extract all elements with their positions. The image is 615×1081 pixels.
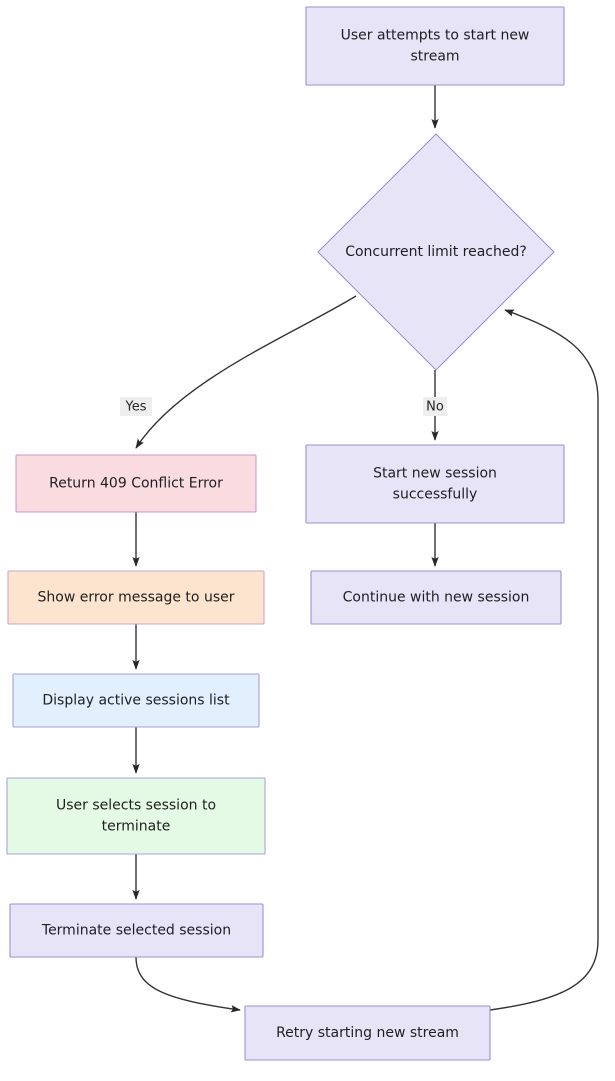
node-decision[interactable]: Concurrent limit reached?	[317, 133, 555, 371]
node-terminate[interactable]: Terminate selected session	[9, 903, 264, 958]
node-continue[interactable]: Continue with new session	[310, 570, 562, 625]
node-label-display_sessions: Display active sessions list	[42, 693, 230, 709]
node-shape-start_session	[305, 444, 565, 524]
edges-layer	[132, 85, 599, 1013]
node-shape-retry	[244, 1005, 491, 1061]
node-shape-terminate	[9, 903, 264, 958]
node-shape-show_error	[7, 570, 265, 625]
node-shape-display_sessions	[12, 673, 260, 728]
node-label-continue: Continue with new session	[343, 590, 530, 606]
edge-decision-to-conflict	[135, 295, 357, 449]
node-label-conflict: Return 409 Conflict Error	[49, 476, 223, 492]
node-shape-select_session	[6, 777, 266, 855]
edge-labels-layer: Yes No	[120, 397, 447, 416]
node-label-terminate: Terminate selected session	[41, 923, 231, 939]
edge-label-text-e2: Yes	[125, 400, 147, 415]
node-retry[interactable]: Retry starting new stream	[244, 1005, 491, 1061]
node-conflict[interactable]: Return 409 Conflict Error	[15, 454, 257, 513]
edge-retry-to-decision	[489, 309, 599, 1011]
node-label-decision: Concurrent limit reached?	[345, 244, 527, 260]
node-shape-start	[305, 6, 565, 86]
node-display_sessions[interactable]: Display active sessions list	[12, 673, 260, 728]
edge-label-e2: Yes	[120, 397, 152, 416]
node-label-retry: Retry starting new stream	[276, 1025, 459, 1041]
node-label-show_error: Show error message to user	[38, 590, 235, 606]
edge-label-text-e3: No	[426, 400, 444, 415]
node-shape-decision	[317, 133, 555, 371]
node-shape-continue	[310, 570, 562, 625]
edge-terminate-to-retry	[135, 956, 241, 1013]
edge-label-bg-e2	[120, 397, 152, 416]
node-shape-conflict	[15, 454, 257, 513]
node-show_error[interactable]: Show error message to user	[7, 570, 265, 625]
edge-label-e3: No	[423, 397, 447, 416]
edge-label-bg-e3	[423, 397, 447, 416]
